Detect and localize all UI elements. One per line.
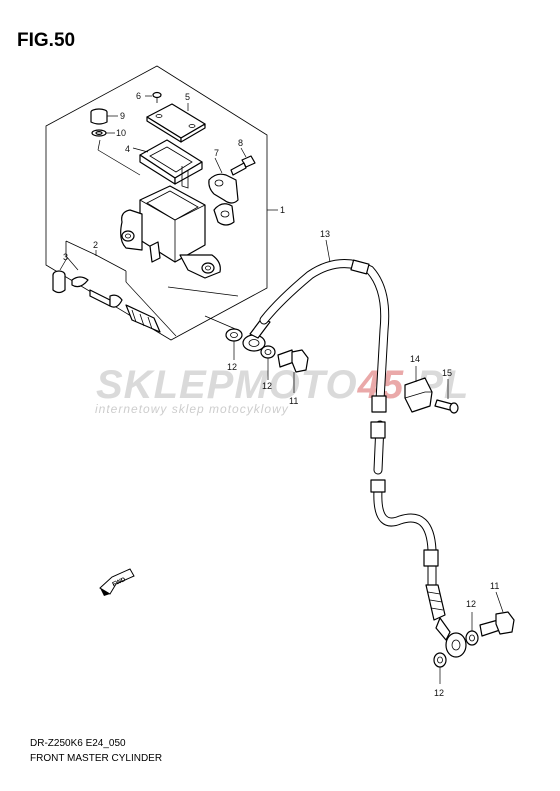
union-bolt-11b: [479, 611, 515, 637]
reservoir-cover-plate: [146, 103, 206, 143]
screw-6: [152, 91, 162, 103]
hose-guide-14: [404, 377, 433, 413]
copper-washer-12c: [465, 630, 479, 646]
callout-6: 6: [136, 91, 141, 101]
banjo-fitting-lower: [435, 617, 467, 658]
callout-7: 7: [214, 148, 219, 158]
copper-washer-12b: [260, 345, 276, 359]
copper-washer-12a: [225, 328, 243, 342]
callout-11-upper: 11: [289, 396, 298, 406]
fwd-label: FWD: [112, 577, 128, 588]
piston-assembly: [52, 270, 161, 333]
watermark: SKLEPMOTO45.PL internetowy sklep motocyk…: [95, 363, 468, 416]
watermark-brand-a: SKLEPMOTO: [96, 363, 358, 407]
callout-12-bottom: 12: [434, 688, 444, 698]
callout-11-lower: 11: [490, 581, 499, 591]
clamp-bolt: [230, 155, 256, 176]
union-bolt-11a: [277, 349, 309, 373]
callout-15: 15: [442, 368, 452, 378]
callout-3: 3: [63, 252, 68, 262]
callout-8: 8: [238, 138, 243, 148]
callout-9: 9: [120, 111, 125, 121]
callout-12-lower-right: 12: [466, 599, 476, 609]
callout-labels: 1 2 3 4 5 6 7 8 9 10 11 11 12 12 12 12 1…: [63, 91, 499, 698]
callout-12-upper-left: 12: [227, 362, 237, 372]
diaphragm-plate: [139, 139, 203, 189]
watermark-tagline: internetowy sklep motocyklowy: [95, 402, 289, 416]
callout-1: 1: [280, 205, 285, 215]
callout-13: 13: [320, 229, 330, 239]
callout-10: 10: [116, 128, 126, 138]
assembly-frame: [45, 65, 268, 341]
forward-direction-marker: FWD: [99, 568, 135, 596]
callout-14: 14: [410, 354, 420, 364]
handlebar-clamp: [208, 173, 239, 226]
reservoir-cap-part: [90, 108, 108, 137]
figure-title: FIG.50: [17, 30, 75, 51]
figure-caption: FRONT MASTER CYLINDER: [30, 753, 162, 764]
callout-2: 2: [93, 240, 98, 250]
brake-hose: [259, 259, 446, 621]
callout-4: 4: [125, 144, 130, 154]
model-code: DR-Z250K6 E24_050: [30, 738, 126, 749]
callout-5: 5: [185, 92, 190, 102]
screw-15: [434, 399, 459, 414]
callout-12-upper-right: 12: [262, 381, 272, 391]
master-cylinder-body: [120, 185, 221, 279]
copper-washer-12d: [433, 652, 447, 668]
